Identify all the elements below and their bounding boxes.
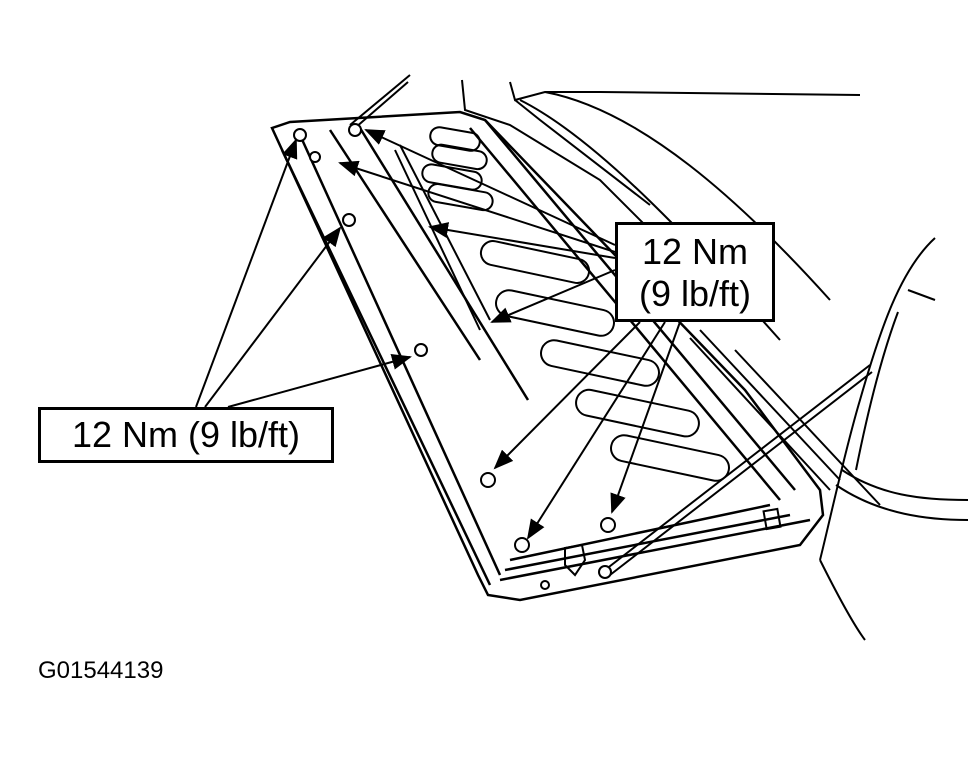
torque-callout-left: 12 Nm (9 lb/ft) [38, 407, 334, 463]
bolt-icon [342, 213, 356, 227]
bolt-icon [414, 343, 428, 357]
callout-arrows-left [195, 138, 412, 408]
truck-body [461, 79, 881, 506]
latch-bracket [540, 507, 782, 590]
bolt-icon [598, 565, 612, 579]
torque-value-nm: 12 Nm [641, 231, 749, 272]
bolt-icon [600, 517, 616, 533]
torque-value-lbft: (9 lb/ft) [638, 273, 752, 314]
tailgate-cables [349, 74, 873, 576]
torque-value: 12 Nm (9 lb/ft) [71, 414, 301, 455]
figure-id: G01544139 [38, 657, 164, 684]
torque-callout-right: 12 Nm (9 lb/ft) [615, 222, 775, 322]
bolt-icon [480, 472, 496, 488]
bolt-icon [293, 128, 307, 142]
tailgate-ribs [394, 126, 730, 482]
callout-arrows-right [338, 129, 681, 540]
bolt-icon [348, 123, 362, 137]
rear-fender [819, 237, 969, 641]
bolts [293, 123, 616, 579]
bolt-icon [514, 537, 530, 553]
bolt-icon [309, 151, 321, 163]
